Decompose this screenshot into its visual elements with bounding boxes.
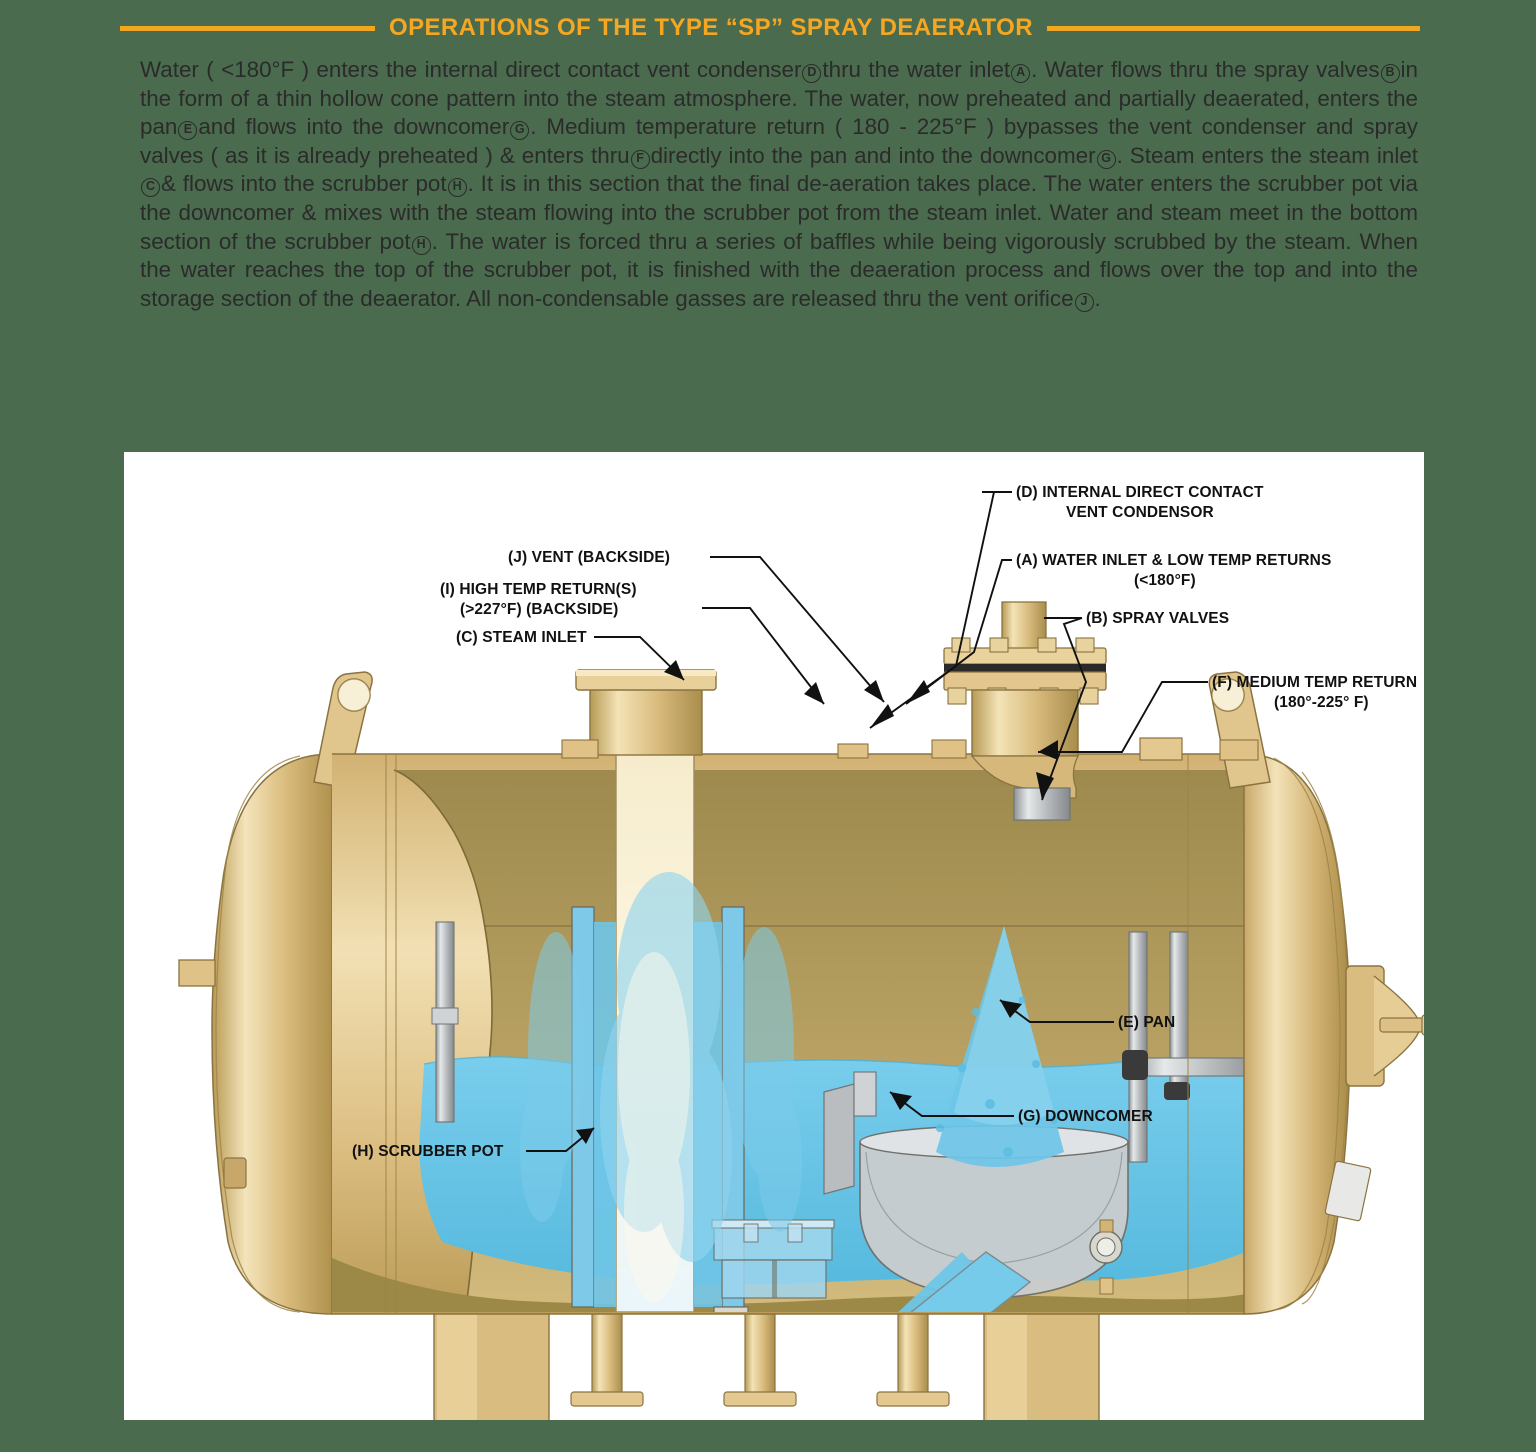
label-j-line1: (J) VENT (BACKSIDE) <box>508 549 670 566</box>
ref-badge-h-2: H <box>411 235 431 255</box>
ref-badge-f: F <box>630 149 650 169</box>
label-e-pan: (E) PAN <box>999 999 1175 1031</box>
label-a-line1: (A) WATER INLET & LOW TEMP RETURNS <box>1016 552 1331 569</box>
leg-pipes <box>570 1299 950 1407</box>
ref-badge-b: B <box>1380 64 1400 83</box>
left-side-nozzle <box>178 959 216 987</box>
label-b-spray-valves: (B) SPRAY VALVES <box>1036 610 1229 801</box>
gauge <box>1089 1219 1123 1295</box>
ref-badge-j: J <box>1074 292 1094 312</box>
deaerator-diagram-panel: (D) INTERNAL DIRECT CONTACT VENT CONDENS… <box>124 452 1424 1420</box>
title-rule-left <box>120 25 375 31</box>
ref-badge-c: C <box>141 178 160 198</box>
ref-badge-e: E <box>178 121 198 141</box>
label-g-line1: (G) DOWNCOMER <box>1018 1108 1153 1125</box>
text-seg-7: directly into the pan and into the downc… <box>650 142 1096 168</box>
text-seg-3: . Water flows thru the spray valves <box>1031 57 1380 82</box>
label-c-line1: (C) STEAM INLET <box>456 629 587 646</box>
text-seg-1: Water ( <180°F ) enters the internal dir… <box>140 57 802 82</box>
label-d-line1: (D) INTERNAL DIRECT CONTACT <box>1016 484 1264 501</box>
text-seg-8: . Steam enters the steam inlet <box>1116 142 1418 168</box>
ref-badge-g-1: G <box>510 121 530 141</box>
deaerator-vessel <box>178 601 1424 1420</box>
ref-badge-a: A <box>1011 64 1031 83</box>
label-d-line2: VENT CONDENSOR <box>1066 504 1214 521</box>
label-i-line1: (I) HIGH TEMP RETURN(S) <box>440 581 637 598</box>
label-f-line2: (180°-225° F) <box>1274 694 1369 711</box>
nameplate <box>1324 1160 1372 1222</box>
text-seg-6: . Medium temperature return ( 180 - 225°… <box>140 114 1419 168</box>
ref-badge-d: D <box>802 64 822 83</box>
ref-badge-h-1: H <box>447 178 467 198</box>
label-a-line2: (<180°F) <box>1134 572 1196 589</box>
label-g-downcomer: (G) DOWNCOMER <box>889 1091 1153 1125</box>
manway-cover <box>1345 965 1424 1087</box>
page-title: OPERATIONS OF THE TYPE “SP” SPRAY DEAERA… <box>389 14 1033 41</box>
lifting-lug-left <box>313 671 373 789</box>
label-e-line1: (E) PAN <box>1118 1014 1175 1031</box>
label-i-line2: (>227°F) (BACKSIDE) <box>460 601 618 618</box>
steam-inlet-nozzle <box>575 669 717 756</box>
text-seg-4: in the form of a thin hollow cone patter… <box>140 57 1418 140</box>
text-seg-10: . It is in this section that the final d… <box>140 171 1418 254</box>
label-b-line1: (B) SPRAY VALVES <box>1086 610 1229 627</box>
label-f-line1: (F) MEDIUM TEMP RETURN <box>1212 674 1417 691</box>
description-paragraph: Water ( <180°F ) enters the internal dir… <box>140 56 1418 313</box>
top-stub-nozzles <box>561 737 1259 761</box>
downcomer <box>770 1251 1032 1312</box>
label-i-high-temp-returns: (I) HIGH TEMP RETURN(S) (>227°F) (BACKSI… <box>440 581 825 705</box>
vessel-left-head <box>178 671 373 1315</box>
label-h-scrubber-pot: (H) SCRUBBER POT <box>352 1127 595 1160</box>
text-seg-2: thru the water inlet <box>822 57 1011 82</box>
label-c-steam-inlet: (C) STEAM INLET <box>456 629 685 681</box>
title-bar: OPERATIONS OF THE TYPE “SP” SPRAY DEAERA… <box>120 8 1420 48</box>
label-f-medium-temp-return: (F) MEDIUM TEMP RETURN (180°-225° F) <box>1038 674 1417 760</box>
ref-badge-g-2: G <box>1096 149 1116 169</box>
title-rule-right <box>1046 25 1420 31</box>
label-h-line1: (H) SCRUBBER POT <box>352 1143 504 1160</box>
text-seg-11: . The water is forced thru a series of b… <box>140 228 1418 311</box>
text-seg-9: & flows into the scrubber pot <box>161 171 447 197</box>
label-d-vent-condensor: (D) INTERNAL DIRECT CONTACT VENT CONDENS… <box>869 484 1264 729</box>
label-a-water-inlet: (A) WATER INLET & LOW TEMP RETURNS (<180… <box>905 552 1331 705</box>
vessel-shell <box>332 752 1274 1315</box>
text-seg-5: and flows into the downcomer <box>198 114 510 140</box>
text-seg-12: . <box>1094 285 1101 311</box>
label-j-vent: (J) VENT (BACKSIDE) <box>508 549 885 703</box>
water-inlet-assembly <box>943 601 1107 821</box>
